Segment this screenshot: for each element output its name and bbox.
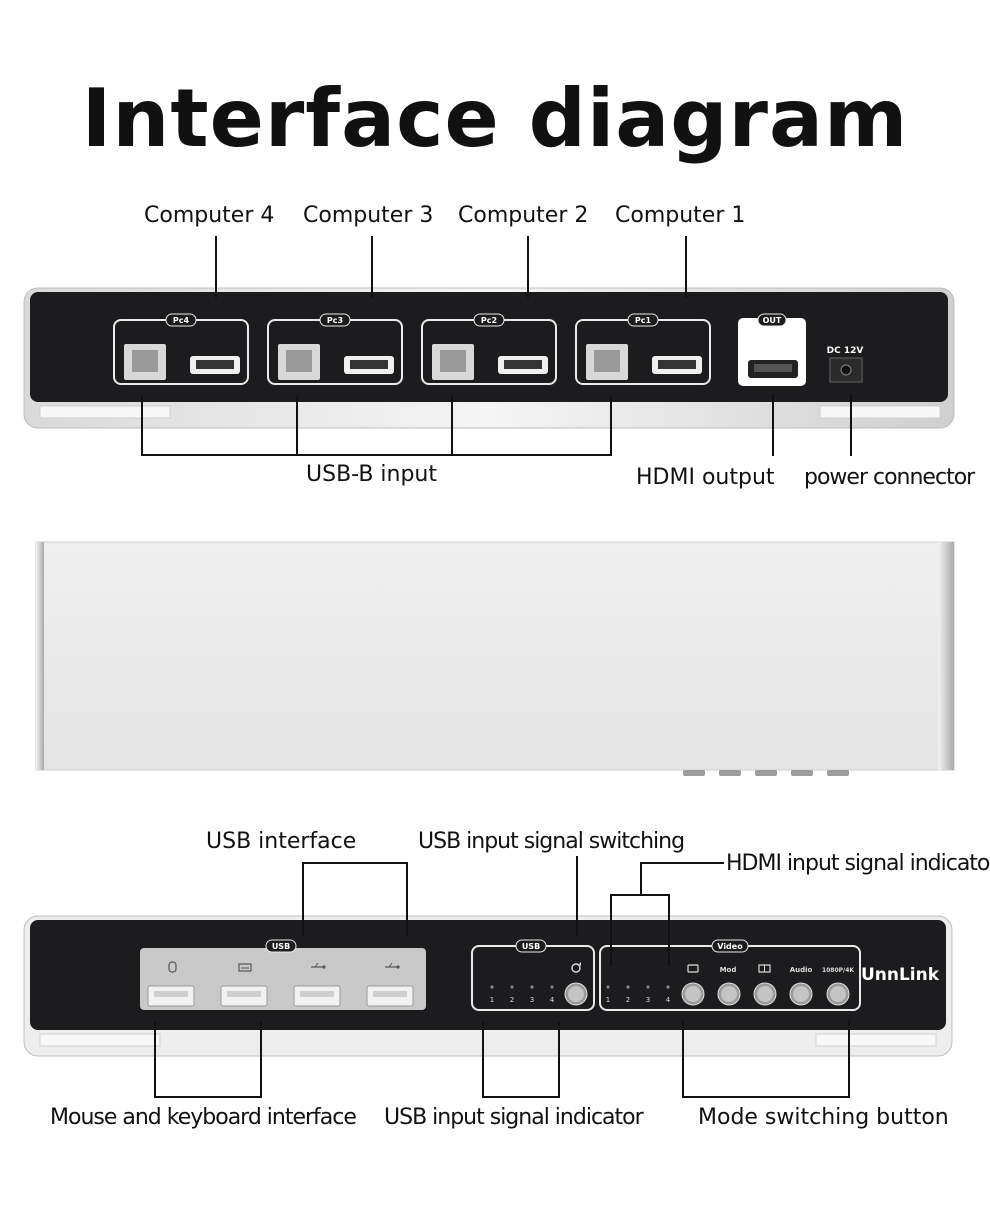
- pc3-label: Pc3: [319, 313, 351, 327]
- video-group: Video: [599, 939, 861, 1011]
- hdmi-indicator-3: 3: [646, 996, 650, 1004]
- label-computer4: Computer 4: [144, 203, 275, 228]
- port-group-pc3: [267, 319, 403, 385]
- split-screen-icon: [758, 964, 771, 973]
- top-view: [35, 541, 955, 776]
- usb-interface-block: USB: [140, 939, 426, 1010]
- page-title: Interface diagram: [81, 72, 909, 165]
- brand-logo: UnnLink: [861, 965, 940, 985]
- svg-text:OUT: OUT: [763, 316, 782, 325]
- monitor-icon: [687, 964, 699, 973]
- label-computer2: Computer 2: [458, 203, 589, 228]
- port-group-pc1: [575, 319, 711, 385]
- usb-ind-bracket-left: [482, 1022, 484, 1098]
- usb-indicator-1: 1: [490, 996, 494, 1004]
- rear-panel: Pc4 Pc3 Pc2 Pc1 OUT DC 12V: [23, 287, 955, 429]
- mod-button[interactable]: [717, 982, 741, 1006]
- resolution-label: 1080P/4K: [822, 967, 854, 974]
- hdmi-indicator-bracket-left: [610, 894, 612, 966]
- hdmi-indicator-line-h: [640, 862, 724, 864]
- callout-line-computer3: [371, 236, 373, 298]
- front-panel: USB USB 1: [23, 915, 953, 1057]
- usb-indicator-4: 4: [550, 996, 555, 1004]
- keyboard-icon: [238, 963, 252, 972]
- audio-button[interactable]: [789, 982, 813, 1006]
- usb-b-bracket-bar: [141, 454, 612, 456]
- label-usb-input-signal-switching: USB input signal switching: [418, 829, 685, 854]
- svg-text:Pc2: Pc2: [481, 316, 497, 325]
- hdmi-indicator-line-v: [640, 862, 642, 896]
- hdmi-indicator-bracket-right: [668, 894, 670, 966]
- hdmi-switch-button[interactable]: [681, 982, 705, 1006]
- mk-bracket-right: [260, 1022, 262, 1098]
- usb-icon: [385, 962, 400, 969]
- usb-interface-bracket-left: [302, 862, 304, 936]
- callout-line-computer2: [527, 236, 529, 298]
- svg-text:Pc1: Pc1: [635, 316, 652, 325]
- usb-ind-bracket-right: [558, 1022, 560, 1098]
- resolution-button[interactable]: [826, 982, 850, 1006]
- mode-bracket-bar: [682, 1096, 850, 1098]
- usb-icon: [311, 962, 326, 969]
- sync-icon: [571, 962, 581, 973]
- callout-line-usb-switching: [576, 856, 578, 936]
- pc1-label: Pc1: [627, 313, 659, 327]
- mod-label: Mod: [720, 966, 737, 974]
- mk-bracket-bar: [154, 1096, 262, 1098]
- pc2-label: Pc2: [473, 313, 505, 327]
- usb-a-port-3: [293, 985, 341, 1007]
- svg-text:Pc4: Pc4: [173, 316, 190, 325]
- mode-bracket-right: [848, 1020, 850, 1098]
- usb-ind-bracket-bar: [482, 1096, 560, 1098]
- usb-switch-button[interactable]: [564, 982, 588, 1006]
- hdmi-indicator-2: 2: [626, 996, 630, 1004]
- svg-text:USB: USB: [522, 942, 540, 951]
- usb-indicator-2: 2: [510, 996, 514, 1004]
- mouse-icon: [168, 961, 177, 973]
- usb-a-port-4: [366, 985, 414, 1007]
- svg-text:USB: USB: [272, 942, 290, 951]
- usb-a-port-mouse: [147, 985, 195, 1007]
- svg-text:Video: Video: [717, 942, 743, 951]
- label-usb-interface: USB interface: [206, 829, 357, 854]
- svg-text:DC 12V: DC 12V: [827, 346, 864, 356]
- dc-jack: DC 12V: [827, 346, 864, 383]
- label-hdmi-input-signal-indicator: HDMI input signal indicato: [726, 851, 990, 876]
- hdmi-indicator-bracket-bar: [610, 894, 670, 896]
- pc4-label: Pc4: [165, 313, 197, 327]
- label-mouse-keyboard-interface: Mouse and keyboard interface: [50, 1105, 357, 1130]
- hdmi-indicator-4: 4: [666, 996, 671, 1004]
- callout-line-computer1: [685, 236, 687, 298]
- usb-interface-bracket-right: [406, 862, 408, 936]
- usb-indicator-3: 3: [530, 996, 534, 1004]
- usb-interface-bracket-bar: [302, 862, 408, 864]
- label-usb-b-input: USB-B input: [306, 462, 437, 487]
- label-mode-switching-button: Mode switching button: [698, 1105, 949, 1130]
- usb-b-bracket-2: [296, 396, 298, 456]
- label-power-connector: power connector: [804, 465, 975, 490]
- label-computer3: Computer 3: [303, 203, 434, 228]
- callout-line-power: [850, 394, 852, 456]
- svg-text:Pc3: Pc3: [327, 316, 343, 325]
- usb-switch-group: USB: [471, 939, 595, 1011]
- usb-b-bracket-left: [141, 396, 143, 456]
- split-screen-button[interactable]: [753, 982, 777, 1006]
- mk-bracket-left: [154, 1022, 156, 1098]
- label-computer1: Computer 1: [615, 203, 746, 228]
- hdmi-indicator-1: 1: [606, 996, 610, 1004]
- label-usb-input-signal-indicator: USB input signal indicator: [384, 1105, 644, 1130]
- callout-line-computer4: [215, 236, 217, 298]
- usb-a-port-keyboard: [220, 985, 268, 1007]
- audio-label: Audio: [790, 966, 813, 974]
- port-group-pc2: [421, 319, 557, 385]
- usb-b-bracket-right: [610, 396, 612, 456]
- label-hdmi-output: HDMI output: [636, 465, 775, 490]
- callout-line-hdmi-output: [772, 394, 774, 456]
- usb-b-bracket-3: [451, 396, 453, 456]
- hdmi-out-port: OUT: [738, 313, 806, 386]
- mode-bracket-left: [682, 1020, 684, 1098]
- port-group-pc4: [113, 319, 249, 385]
